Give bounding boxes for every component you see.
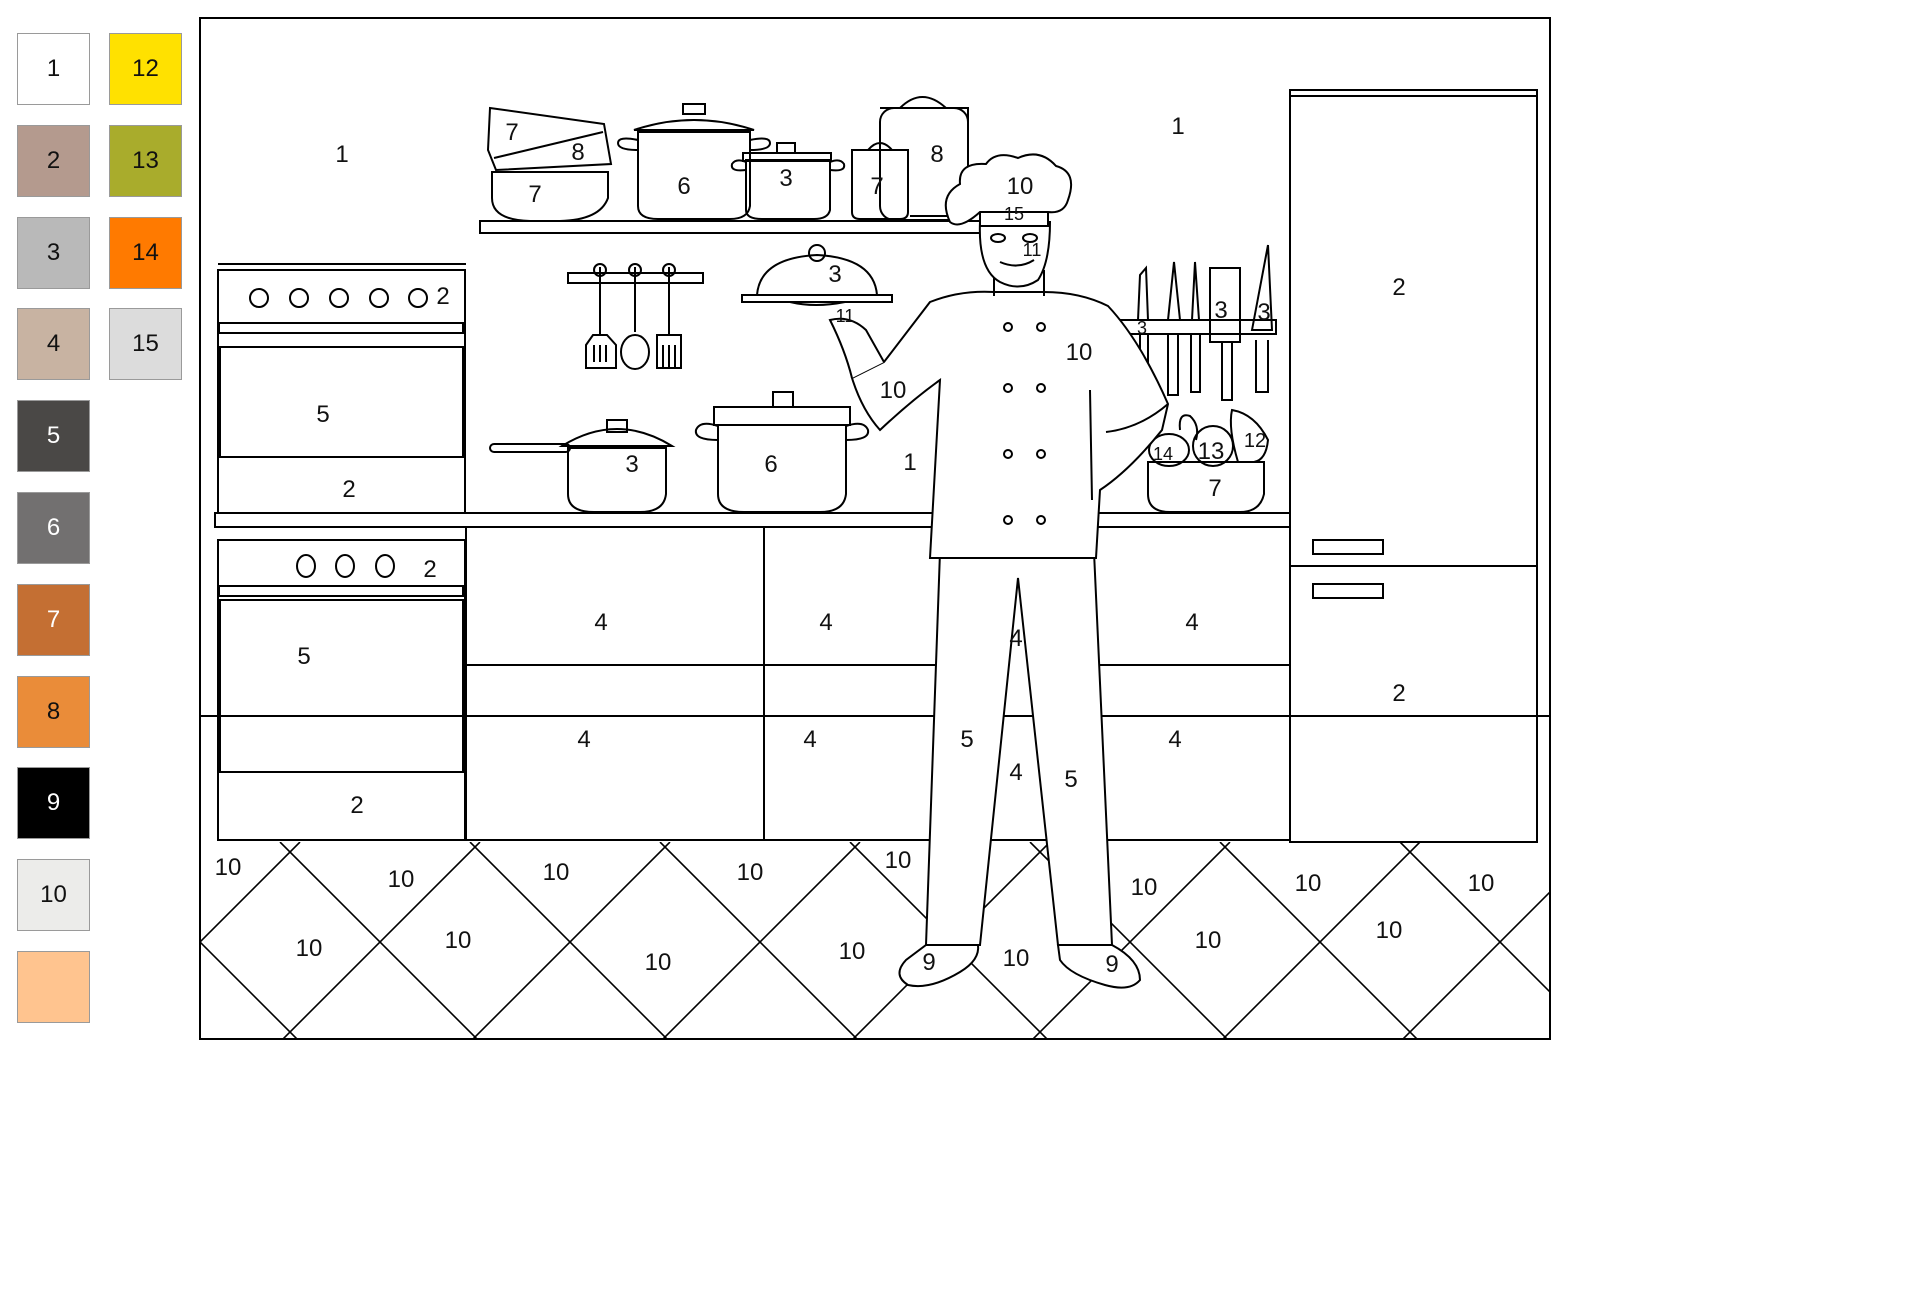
region-number: 1 xyxy=(335,141,348,168)
upper-shelf xyxy=(479,220,981,234)
region-number: 8 xyxy=(571,139,584,166)
region-number: 2 xyxy=(423,556,436,583)
region-number: 5 xyxy=(316,401,329,428)
region-number: 4 xyxy=(819,609,832,636)
palette-swatch-9[interactable]: 9 xyxy=(17,767,90,840)
region-number: 9 xyxy=(1105,951,1118,978)
region-number: 8 xyxy=(930,141,943,168)
region-number: 3 xyxy=(625,451,638,478)
palette-swatch-2[interactable]: 2 xyxy=(17,124,90,197)
palette-swatch-15[interactable]: 15 xyxy=(109,308,182,381)
region-number: 7 xyxy=(505,119,518,146)
region-number: 2 xyxy=(342,476,355,503)
lower-oven xyxy=(217,539,466,841)
region-number: 10 xyxy=(1003,945,1030,972)
region-number: 1 xyxy=(903,449,916,476)
shelf-small-pot xyxy=(730,142,846,220)
palette-swatch-1[interactable]: 1 xyxy=(17,33,90,105)
region-number: 10 xyxy=(388,866,415,893)
region-number: 3 xyxy=(779,165,792,192)
region-number: 2 xyxy=(350,792,363,819)
region-number: 10 xyxy=(1066,339,1093,366)
region-number: 6 xyxy=(764,451,777,478)
chef xyxy=(828,153,1170,989)
region-number: 3 xyxy=(828,261,841,288)
region-number: 3 xyxy=(1214,297,1227,324)
region-number: 10 xyxy=(880,377,907,404)
palette-swatch-5[interactable]: 5 xyxy=(17,400,90,473)
palette-swatch-7[interactable]: 7 xyxy=(17,583,90,656)
region-number: 3 xyxy=(1257,299,1270,326)
region-number: 10 xyxy=(215,854,242,881)
region-number: 10 xyxy=(296,935,323,962)
region-number: 10 xyxy=(645,949,672,976)
region-number: 4 xyxy=(1185,609,1198,636)
region-number: 3 xyxy=(1137,318,1147,338)
region-number: 10 xyxy=(885,847,912,874)
region-number: 10 xyxy=(1468,870,1495,897)
stock-pot xyxy=(694,391,870,513)
region-number: 5 xyxy=(297,643,310,670)
region-number: 7 xyxy=(870,173,883,200)
base-cabinets xyxy=(465,526,1291,841)
region-number: 13 xyxy=(1198,438,1225,465)
canvas-frame xyxy=(199,17,1551,1040)
region-number: 15 xyxy=(1004,204,1024,224)
region-number: 10 xyxy=(1195,927,1222,954)
region-number: 14 xyxy=(1153,444,1173,464)
region-number: 4 xyxy=(803,726,816,753)
palette-swatch-4[interactable]: 4 xyxy=(17,308,90,381)
serving-cloche xyxy=(741,244,893,306)
countertop xyxy=(214,512,1291,528)
region-number: 10 xyxy=(543,859,570,886)
fruit-bowl xyxy=(1147,408,1270,513)
region-number: 7 xyxy=(1208,475,1221,502)
saucepan xyxy=(489,419,676,513)
region-number: 10 xyxy=(1376,917,1403,944)
palette-swatch-10[interactable]: 10 xyxy=(17,859,90,932)
region-number: 1 xyxy=(1171,113,1184,140)
region-number: 10 xyxy=(1295,870,1322,897)
region-number: 11 xyxy=(836,306,855,326)
palette-swatch-8[interactable]: 8 xyxy=(17,675,90,748)
region-number: 10 xyxy=(445,927,472,954)
region-number: 12 xyxy=(1244,430,1266,452)
palette-swatch-12[interactable]: 12 xyxy=(109,33,182,105)
coloring-canvas[interactable]: 1 1 1 7 8 7 6 3 7 8 10 15 11 3 11 10 10 … xyxy=(0,0,1567,1049)
upper-oven xyxy=(217,263,466,514)
region-number: 4 xyxy=(1168,726,1181,753)
palette-swatch-peach[interactable] xyxy=(17,951,90,1023)
region-number: 10 xyxy=(737,859,764,886)
region-number: 4 xyxy=(594,609,607,636)
utensil-rack xyxy=(567,263,704,370)
region-number: 5 xyxy=(1064,766,1077,793)
region-number: 4 xyxy=(1009,759,1022,786)
palette-swatch-3[interactable]: 3 xyxy=(17,216,90,289)
region-number: 5 xyxy=(960,726,973,753)
bowl-stack xyxy=(486,106,613,222)
region-number: 10 xyxy=(1007,173,1034,200)
refrigerator xyxy=(1289,89,1538,843)
palette-swatch-6[interactable]: 6 xyxy=(17,492,90,564)
region-number: 2 xyxy=(1392,680,1405,707)
region-number: 9 xyxy=(922,949,935,976)
storage-jars xyxy=(851,96,969,221)
region-number: 11 xyxy=(1023,240,1042,260)
palette-swatch-13[interactable]: 13 xyxy=(109,124,182,197)
shelf-pot xyxy=(616,103,772,220)
region-number: 2 xyxy=(1392,274,1405,301)
palette-swatch-14[interactable]: 14 xyxy=(109,216,182,289)
region-number: 10 xyxy=(1131,874,1158,901)
region-number: 2 xyxy=(436,283,449,310)
region-number: 4 xyxy=(1009,625,1022,652)
region-number: 10 xyxy=(839,938,866,965)
region-number: 4 xyxy=(577,726,590,753)
region-number: 7 xyxy=(528,181,541,208)
region-number: 6 xyxy=(677,173,690,200)
